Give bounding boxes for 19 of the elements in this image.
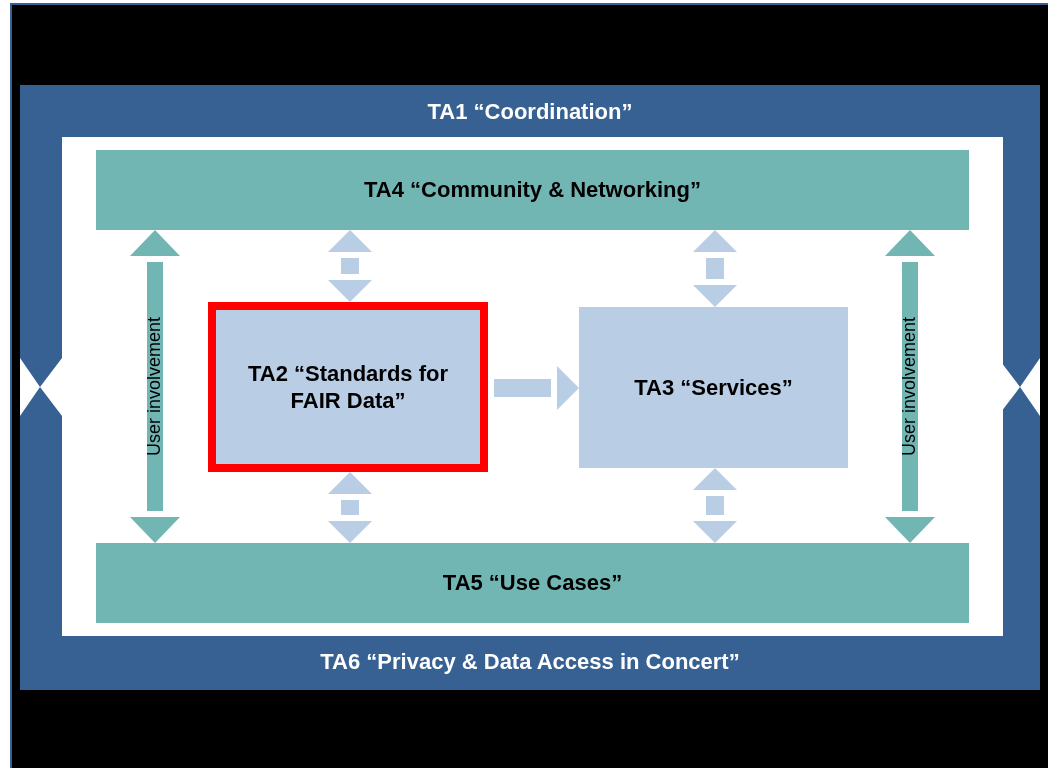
block-arrow bbox=[328, 469, 372, 546]
block-arrow bbox=[130, 228, 180, 545]
frame-band bbox=[20, 85, 1040, 690]
edge-label: User involvement bbox=[144, 315, 166, 459]
block-arrow bbox=[693, 465, 737, 546]
band-footer: TA6 “Privacy & Data Access in Concert” bbox=[20, 648, 1040, 676]
work-area-box bbox=[208, 302, 488, 472]
box-title: TA4 “Community & Networking” bbox=[364, 176, 701, 204]
work-area-box bbox=[96, 150, 969, 230]
block-arrow bbox=[693, 227, 737, 310]
box-title: TA2 “Standards for FAIR Data” bbox=[246, 359, 450, 415]
edge-label: User involvement bbox=[899, 315, 921, 459]
box-title: TA5 “Use Cases” bbox=[442, 569, 623, 597]
block-arrow bbox=[328, 227, 372, 305]
work-area-box bbox=[96, 543, 969, 623]
box-title: TA3 “Services” bbox=[634, 373, 793, 402]
band-heading: TA1 “Coordination” bbox=[426, 98, 634, 126]
block-arrow bbox=[885, 228, 935, 545]
work-area-box bbox=[579, 307, 848, 468]
